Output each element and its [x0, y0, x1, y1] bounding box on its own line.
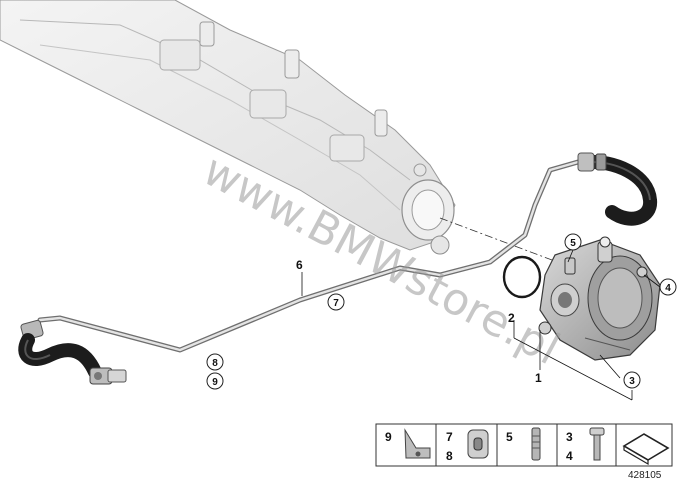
callout-4: 4 [665, 283, 671, 294]
screw-icon [589, 427, 605, 461]
callout-1: 1 [535, 371, 542, 385]
vacuum-pump [538, 236, 661, 361]
vacuum-pipe [37, 157, 588, 353]
stud-icon [531, 427, 541, 461]
callout-3: 3 [629, 376, 635, 387]
callout-6: 6 [296, 258, 303, 272]
legend-label-9: 9 [385, 430, 392, 444]
legend-label-5: 5 [506, 430, 513, 444]
callout-circle-3: 3 [623, 371, 641, 389]
diagram-id: 428105 [628, 470, 662, 481]
legend-label-3: 3 [566, 430, 573, 444]
callout-7: 7 [333, 298, 339, 309]
callout-8: 8 [212, 358, 218, 369]
hose-end-right [577, 152, 657, 226]
callout-circle-5: 5 [564, 233, 582, 251]
callout-circle-8: 8 [206, 353, 224, 371]
center-line [439, 217, 601, 279]
callout-circle-9: 9 [206, 372, 224, 390]
legend-label-7: 7 [446, 430, 453, 444]
bracket-clip-icon [404, 428, 431, 459]
hose-end-left [18, 319, 127, 385]
intake-manifold [0, 0, 456, 255]
callout-circle-4: 4 [659, 278, 677, 296]
o-ring [502, 255, 542, 299]
callout-circle-7: 7 [327, 293, 345, 311]
legend-strip: 9 7 8 5 3 4 [375, 423, 673, 467]
legend-label-4: 4 [566, 449, 573, 463]
callout-5: 5 [570, 238, 576, 249]
leader-lines [301, 249, 661, 401]
callout-9: 9 [212, 377, 218, 388]
grommet-icon [467, 429, 489, 459]
callout-2: 2 [508, 311, 515, 325]
flat-gasket-icon [622, 433, 670, 466]
legend-label-8: 8 [446, 449, 453, 463]
